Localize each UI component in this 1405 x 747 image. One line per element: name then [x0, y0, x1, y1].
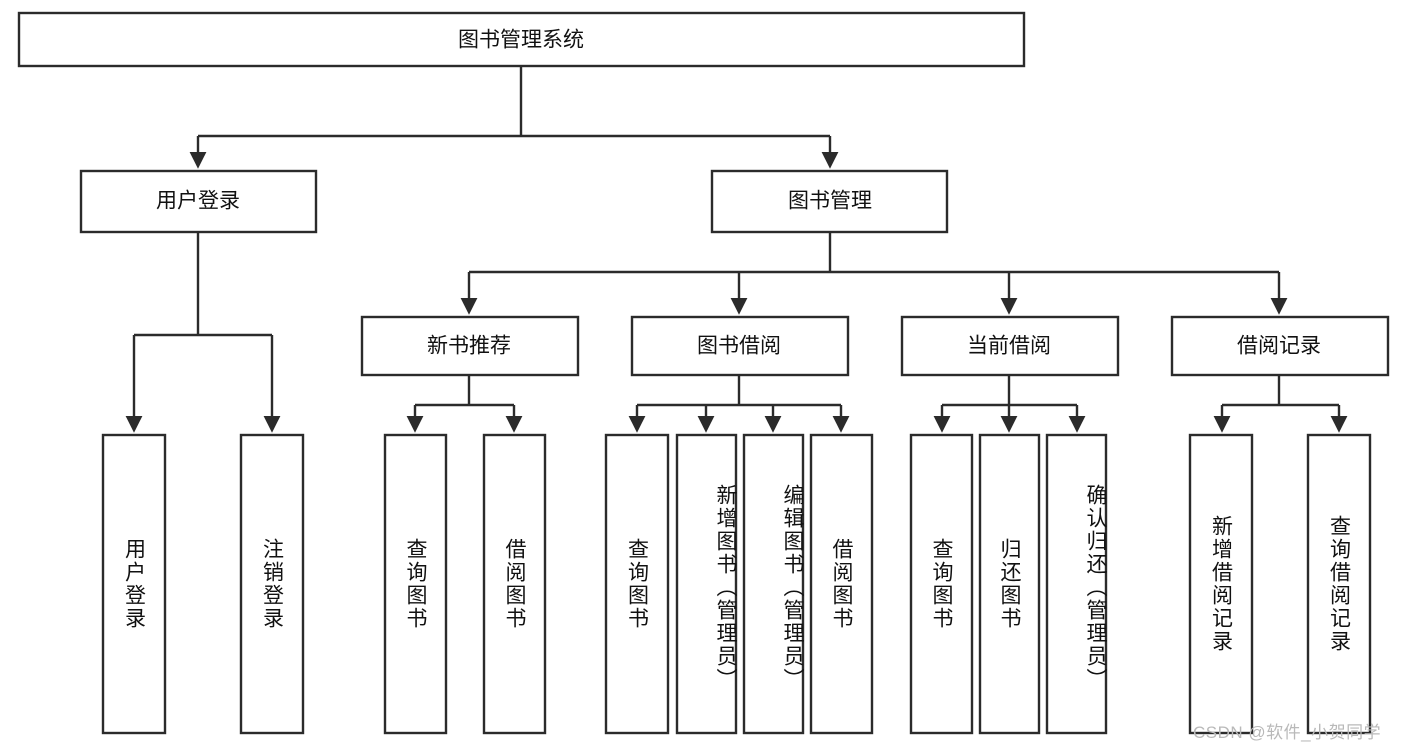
node-label-user-login: 用户登录 [156, 190, 240, 213]
connector-group-user-login [125, 232, 281, 433]
leaf-box-logout-login[interactable] [239, 433, 305, 735]
node-box-user-login[interactable] [79, 169, 318, 234]
node-label-book-manage: 图书管理 [788, 190, 872, 213]
leaf-box-query-borrow-record[interactable] [1306, 433, 1372, 735]
leaf-box-query-book-3[interactable] [909, 433, 974, 735]
leaf-box-return-book[interactable] [978, 433, 1041, 735]
node-box-root[interactable] [17, 11, 1026, 68]
leaf-box-confirm-return-admin[interactable] [1045, 433, 1108, 735]
connector-group-book-borrow [628, 375, 850, 433]
node-box-borrow-record[interactable] [1170, 315, 1390, 377]
leaf-box-add-book-admin[interactable] [675, 433, 738, 735]
connector-group-current-borrow [933, 375, 1086, 433]
node-box-current-borrow[interactable] [900, 315, 1120, 377]
leaf-box-edit-book-admin[interactable] [742, 433, 805, 735]
node-label-book-borrow: 图书借阅 [697, 335, 781, 358]
leaf-box-borrow-book-1[interactable] [482, 433, 547, 735]
connector-group-new-book-recommend [406, 375, 523, 433]
connector-group-root [189, 66, 839, 169]
connector-group-borrow-record [1213, 375, 1348, 433]
node-box-book-borrow[interactable] [630, 315, 850, 377]
node-label-root: 图书管理系统 [458, 29, 584, 52]
node-box-new-book-recommend[interactable] [360, 315, 580, 377]
node-label-new-book-recommend: 新书推荐 [427, 335, 511, 358]
connector-group-book-manage [460, 232, 1288, 315]
node-box-book-manage[interactable] [710, 169, 949, 234]
leaf-box-query-book-1[interactable] [383, 433, 448, 735]
csdn-watermark: CSDN @软件_小贺同学 [1193, 723, 1382, 742]
leaf-box-user-login[interactable] [101, 433, 167, 735]
node-label-borrow-record: 借阅记录 [1237, 335, 1321, 358]
leaf-box-add-borrow-record[interactable] [1188, 433, 1254, 735]
node-label-current-borrow: 当前借阅 [967, 335, 1051, 358]
leaf-box-borrow-book-2[interactable] [809, 433, 874, 735]
leaf-box-query-book-2[interactable] [604, 433, 670, 735]
